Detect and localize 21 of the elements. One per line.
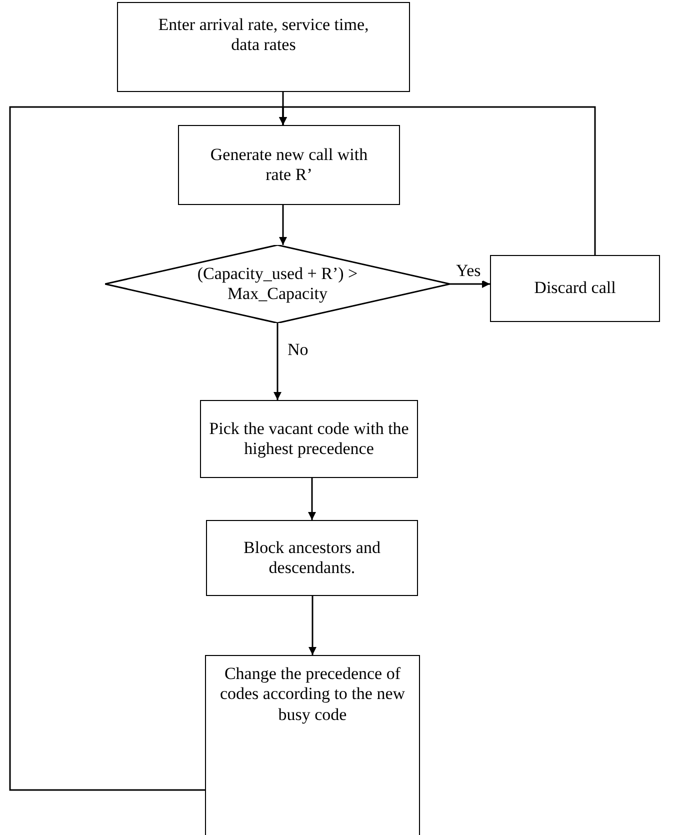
step-text: Enter arrival rate, service time, data rates: [157, 15, 370, 56]
step-text: (Capacity_used + R’) > Max_Capacity: [196, 264, 359, 304]
step-text: Change the precedence of codes according to the new busy code: [218, 664, 406, 726]
step-text: Pick the vacant code with the highest precedence: [208, 418, 410, 460]
decision-diamond: [105, 245, 450, 323]
arrow: [308, 478, 316, 520]
step-text: Block ancestors and descendants.: [242, 538, 382, 578]
edge-label: Yes: [454, 262, 483, 281]
step-text: Discard call: [533, 278, 617, 299]
arrow: [9, 106, 287, 791]
arrow: [279, 205, 287, 245]
process-box: [200, 400, 418, 478]
process-box: [206, 520, 418, 596]
process-box: [205, 655, 420, 835]
process-box: [490, 255, 660, 322]
process-box: [117, 2, 410, 92]
arrow: [274, 323, 282, 400]
arrow: [450, 280, 490, 288]
step-text: Generate new call with rate R’: [209, 144, 369, 186]
arrow: [308, 596, 316, 655]
process-box: [178, 125, 400, 205]
